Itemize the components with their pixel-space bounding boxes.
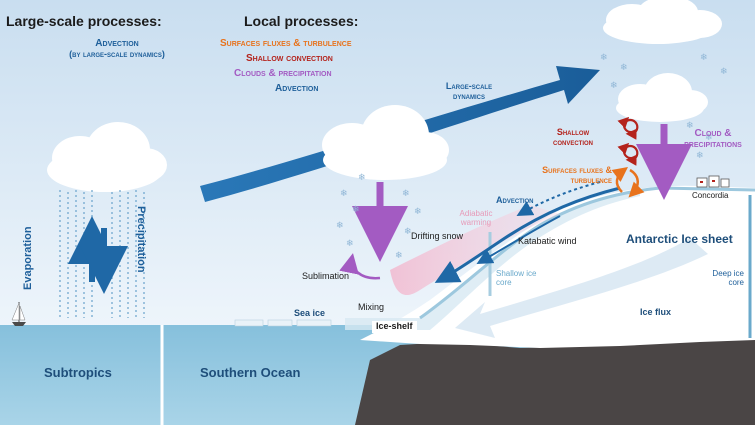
station-icon [696, 175, 730, 188]
surface-flux-arrows [611, 166, 645, 198]
cloud-icon [47, 122, 167, 192]
adiabatic-warming-label: Adiabatic warming [459, 209, 493, 227]
southern-ocean-label: Southern Ocean [200, 365, 301, 380]
deep-ice-core-label: Deep ice core [712, 269, 744, 287]
evaporation-label: Evaporation [22, 226, 34, 290]
antarctic-ice-sheet-label: Antarctic Ice sheet [626, 232, 733, 246]
svg-text:❄: ❄ [705, 133, 713, 143]
advection-label: Advection [496, 195, 534, 205]
cloud-icon [322, 105, 449, 180]
svg-text:❄: ❄ [620, 63, 628, 73]
adiabatic-warming-band [390, 205, 560, 296]
drifting-snow-label: Drifting snow [411, 231, 464, 241]
svg-text:❄: ❄ [402, 189, 410, 199]
svg-text:❄: ❄ [414, 207, 422, 217]
ice-flux-arrow [455, 238, 708, 338]
sublimation-arrow [339, 253, 381, 280]
svg-text:❄: ❄ [352, 205, 360, 215]
cloud-precipitations-label: Cloud & precipitations [684, 128, 742, 150]
sailboat-icon [11, 302, 26, 326]
shallow-ice-core-label: Shallow ice core [496, 269, 537, 287]
svg-text:❄: ❄ [346, 239, 354, 249]
large-scale-item-advection: Advection [95, 38, 139, 49]
katabatic-wind-arrow [434, 186, 621, 283]
ice-flux-label: Ice flux [640, 307, 672, 317]
local-item-clouds-precipitation: Clouds & precipitation [234, 68, 332, 79]
surfaces-fluxes-label: Surfaces fluxes & turbulence [542, 165, 612, 185]
local-title: Local processes: [244, 13, 359, 29]
katabatic-wind-label: Katabatic wind [518, 236, 577, 246]
concordia-label: Concordia [692, 191, 729, 200]
ice-sheet [360, 185, 755, 348]
large-scale-title: Large-scale processes: [6, 13, 162, 29]
drifting-snow-arrow [476, 215, 561, 264]
svg-text:❄: ❄ [358, 173, 366, 183]
local-item-shallow-convection: Shallow convection [246, 53, 333, 64]
local-item-advection: Advection [275, 83, 319, 94]
mixing-label: Mixing [358, 302, 385, 312]
cloud-icon [603, 0, 722, 44]
rain-lines [59, 190, 145, 318]
svg-text:❄: ❄ [600, 53, 608, 63]
bedrock [355, 338, 755, 425]
large-scale-item-subtitle: (by large-scale dynamics) [69, 49, 165, 59]
svg-text:❄: ❄ [696, 151, 704, 161]
advection-arrow [516, 181, 601, 216]
cloud-icon [616, 73, 708, 122]
sublimation-label: Sublimation [302, 271, 350, 281]
local-item-surface-fluxes: Surfaces fluxes & turbulence [220, 38, 352, 49]
svg-text:❄: ❄ [720, 67, 728, 77]
sea-ice [234, 319, 332, 327]
large-scale-dynamics-label: Large-scale dynamics [445, 81, 493, 101]
svg-text:❄: ❄ [395, 251, 403, 261]
shallow-convection-label: Shallow convection [552, 127, 593, 147]
svg-text:❄: ❄ [340, 189, 348, 199]
snowflake-icon: ❄❄❄ ❄❄❄ ❄❄❄ ❄❄❄ ❄❄❄ ❄❄ [336, 53, 728, 261]
precipitation-label: Precipitation [135, 206, 147, 273]
rotation-icon [617, 116, 639, 166]
subtropics-label: Subtropics [44, 365, 112, 380]
ice-shelf-label: Ice-shelf [372, 321, 417, 333]
svg-text:❄: ❄ [404, 227, 412, 237]
svg-text:❄: ❄ [610, 81, 618, 91]
svg-text:❄: ❄ [336, 221, 344, 231]
svg-text:❄: ❄ [686, 121, 694, 131]
svg-text:❄: ❄ [700, 53, 708, 63]
sea-ice-label: Sea ice [294, 308, 326, 318]
